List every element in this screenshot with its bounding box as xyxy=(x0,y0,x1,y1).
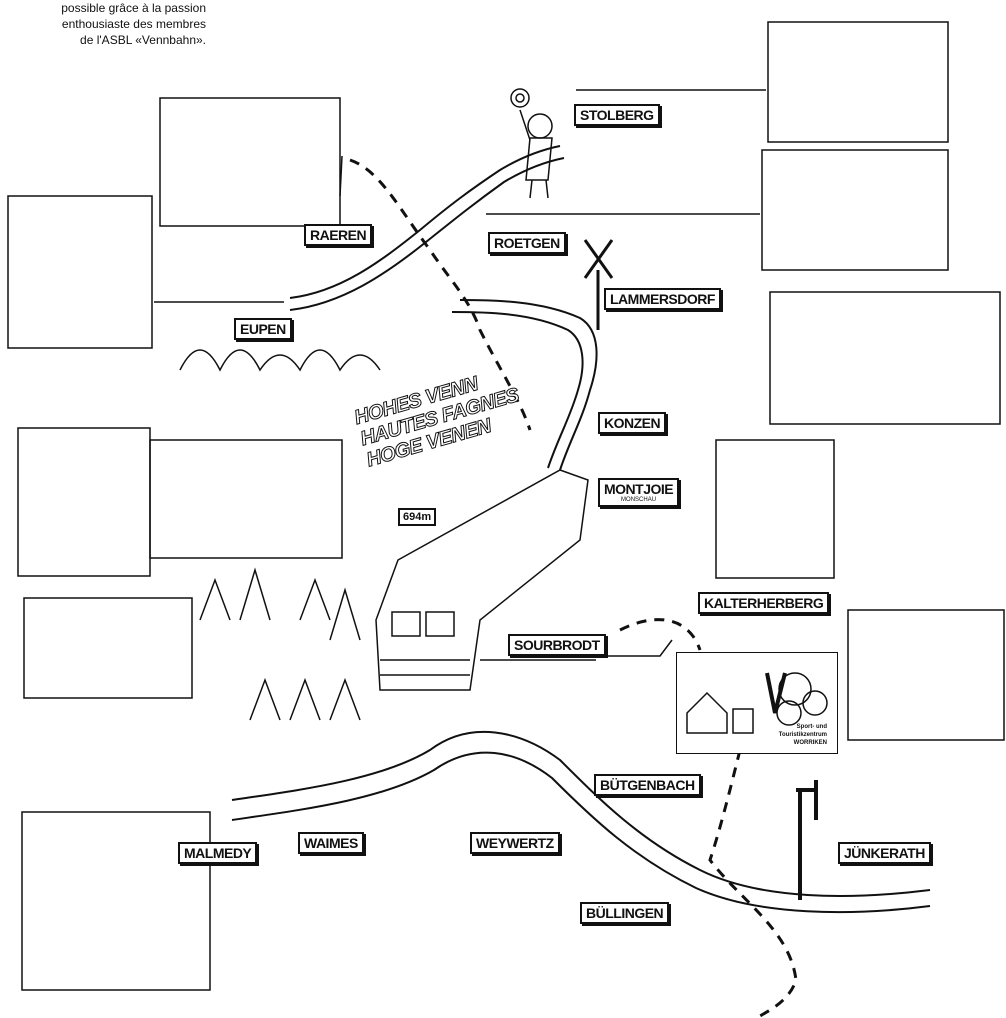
station-label: MALMEDY xyxy=(184,845,252,861)
sketch-frame-montjoie xyxy=(715,439,835,579)
train-illustration xyxy=(375,469,589,691)
station-label: STOLBERG xyxy=(580,107,654,123)
station-sign-waimes: WAIMES xyxy=(298,832,364,854)
station-sign-montjoie: MONTJOIE MONSCHAU xyxy=(598,478,680,507)
sketch-frame-raeren xyxy=(159,97,341,227)
station-label: BÜLLINGEN xyxy=(586,905,664,921)
station-sign-weywertz: WEYWERTZ xyxy=(470,832,560,854)
station-sign-butgenbach: BÜTGENBACH xyxy=(594,774,701,796)
sketch-frame-stolberg xyxy=(767,21,949,143)
station-label: WAIMES xyxy=(304,835,358,851)
sketch-frame-hohes-venn-house xyxy=(149,439,343,559)
sketch-frame-malmedy xyxy=(21,811,211,991)
caption-text: possible grâce à la passion enthousiaste… xyxy=(6,0,206,48)
station-label: MONTJOIE xyxy=(604,481,674,497)
station-sign-lammersdorf: LAMMERSDORF xyxy=(604,288,721,310)
railway-crossing-sign xyxy=(583,239,614,330)
caption-line-2: enthousiaste des membres xyxy=(61,17,206,31)
station-label: LAMMERSDORF xyxy=(610,291,715,307)
sport-center-line-3: WORRIKEN xyxy=(793,740,827,746)
station-sign-bullingen: BÜLLINGEN xyxy=(580,902,670,924)
sketch-frame-eupen xyxy=(7,195,153,349)
sketch-frame-roetgen xyxy=(761,149,949,271)
station-label: JÜNKERATH xyxy=(844,845,925,861)
sport-center-text: Sport- und Touristikzentrum WORRIKEN xyxy=(779,723,827,747)
station-label: BÜTGENBACH xyxy=(600,777,695,793)
station-master-figure xyxy=(510,88,553,199)
sketch-frame-hohes-venn-tower xyxy=(17,427,151,577)
station-label: RAEREN xyxy=(310,227,367,243)
sport-center-line-2: Touristikzentrum xyxy=(778,732,827,738)
station-sublabel: MONSCHAU xyxy=(621,497,657,503)
station-label: KALTERHERBERG xyxy=(704,595,824,611)
station-sign-eupen: EUPEN xyxy=(234,318,292,340)
railway-signal-post xyxy=(796,780,818,900)
station-sign-raeren: RAEREN xyxy=(304,224,373,246)
station-label: WEYWERTZ xyxy=(476,835,554,851)
station-label: EUPEN xyxy=(240,321,286,337)
sketch-frame-kalterherberg xyxy=(847,609,1005,741)
station-label: KONZEN xyxy=(604,415,661,431)
sketch-frame-sourbrodt xyxy=(23,597,193,699)
station-sign-malmedy: MALMEDY xyxy=(178,842,258,864)
station-label: SOURBRODT xyxy=(514,637,600,653)
station-sign-kalterherberg: KALTERHERBERG xyxy=(698,592,830,614)
station-sign-stolberg: STOLBERG xyxy=(574,104,660,126)
sport-center-emblem xyxy=(686,672,828,734)
station-sign-sourbrodt: SOURBRODT xyxy=(508,634,606,656)
sport-center-line-1: Sport- und xyxy=(796,724,827,730)
station-sign-konzen: KONZEN xyxy=(598,412,667,434)
caption-line-1: possible grâce à la passion xyxy=(61,1,206,15)
caption-line-3: de l'ASBL «Vennbahn». xyxy=(80,33,206,47)
railway-track xyxy=(289,145,561,299)
altitude-sign: 694m xyxy=(398,508,437,526)
sport-center-logo: Sport- und Touristikzentrum WORRIKEN xyxy=(676,652,838,754)
sketch-frame-lammersdorf xyxy=(769,291,1001,425)
station-label: ROETGEN xyxy=(494,235,560,251)
station-sign-junkerath: JÜNKERATH xyxy=(838,842,931,864)
station-sign-roetgen: ROETGEN xyxy=(488,232,566,254)
